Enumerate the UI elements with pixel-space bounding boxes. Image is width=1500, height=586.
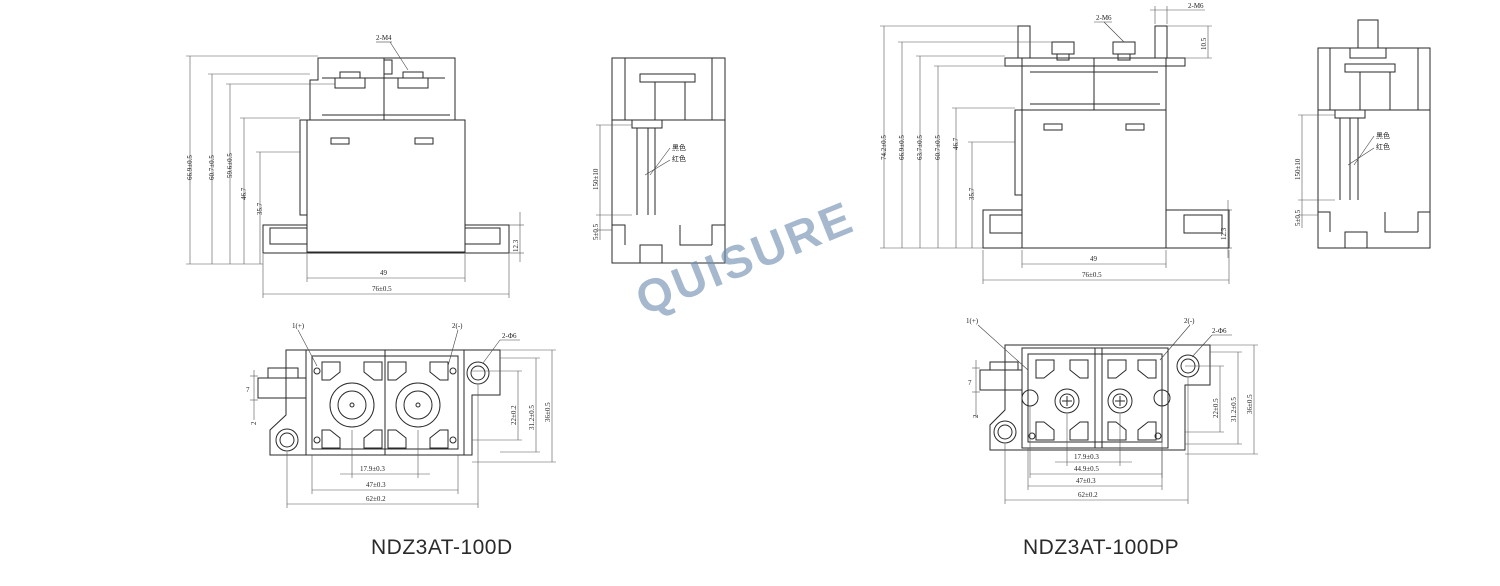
m2-top-offset: 10.5: [1200, 37, 1208, 50]
m1-width-a: 17.9±0.3: [360, 465, 385, 473]
m1-height-b: 31.2±0.5: [528, 405, 536, 430]
m1-wire-black: 黑色: [672, 143, 686, 152]
m2-hole-label: 2-Φ6: [1212, 327, 1227, 335]
model1-front-view: 2-M4 66.9±0.5 60.7±0.5 59.6±0.5 46.7 35.…: [186, 34, 524, 298]
model2-top-view: 1(+) 2(-) 2-Φ6 7 2 22±0.5 31.2±0.5 36±0.…: [966, 317, 1258, 504]
m2-terminal-label: 2-M6: [1096, 14, 1112, 22]
m1-width-c: 62±0.2: [366, 495, 386, 503]
m1-terminal-label: 2-M4: [376, 34, 392, 42]
m2-height-1: 74.2±0.5: [880, 135, 888, 160]
model1-side-view: 黑色 红色 150±10 5±0.5: [592, 57, 726, 264]
m2-width-c: 47±0.3: [1076, 477, 1096, 485]
m2-lead-tip: 5±0.5: [1294, 209, 1302, 226]
m1-hole-label: 2-Φ6: [502, 332, 517, 340]
m2-inner-width: 49: [1090, 255, 1098, 263]
m2-width-a: 17.9±0.3: [1074, 453, 1099, 461]
m2-height-5: 46.7: [952, 137, 960, 150]
model1-top-view: 1(+) 2(-) 2-Φ6 7 2 22±0.2 31.2±0.5 36±0.…: [246, 322, 556, 508]
m2-offset-b: 2: [972, 414, 980, 418]
m2-offset-a: 7: [968, 379, 972, 387]
m1-height-4: 46.7: [240, 187, 248, 200]
model-label-ndz3at-100dp: NDZ3AT-100DP: [1023, 536, 1180, 559]
m2-overall-width: 76±0.5: [1082, 271, 1102, 279]
m1-height-c: 36±0.5: [544, 402, 552, 422]
m2-lead-length: 150±10: [1294, 158, 1302, 180]
m1-base-height: 12.3: [512, 239, 520, 252]
m1-height-3: 59.6±0.5: [226, 153, 234, 178]
m2-top-width: 2-M6: [1188, 2, 1204, 10]
m2-height-c: 36±0.5: [1246, 394, 1254, 414]
m1-height-2: 60.7±0.5: [208, 155, 216, 180]
m1-pos-terminal: 1(+): [292, 322, 305, 330]
m2-neg-terminal: 2(-): [1184, 317, 1195, 325]
m2-wire-black: 黑色: [1376, 131, 1390, 140]
m2-height-6: 35.7: [968, 187, 976, 200]
m1-overall-width: 76±0.5: [372, 285, 392, 293]
m1-width-b: 47±0.3: [366, 481, 386, 489]
m1-height-1: 66.9±0.5: [186, 155, 194, 180]
m2-pos-terminal: 1(+): [966, 317, 979, 325]
m2-height-2: 66.9±0.5: [898, 135, 906, 160]
m1-neg-terminal: 2(-): [452, 322, 463, 330]
m1-inner-width: 49: [380, 269, 388, 277]
m2-base-height: 12.3: [1220, 227, 1228, 240]
m2-width-b: 44.9±0.5: [1074, 465, 1099, 473]
m1-height-a: 22±0.2: [510, 405, 518, 425]
model2-side-view: 黑色 红色 150±10 5±0.5: [1294, 19, 1431, 249]
m2-wire-red: 红色: [1376, 142, 1390, 151]
model2-front-view: 2-M6 2-M6 10.5 74.2±0.5 66.9±0.5 63.7±0.…: [880, 2, 1232, 284]
m2-height-a: 22±0.5: [1212, 398, 1220, 418]
m1-offset-a: 7: [246, 386, 250, 394]
m1-wire-red: 红色: [672, 154, 686, 163]
m2-height-3: 63.7±0.5: [916, 135, 924, 160]
m2-width-d: 62±0.2: [1078, 491, 1098, 499]
m1-lead-tip: 5±0.5: [592, 223, 600, 240]
m1-lead-length: 150±10: [592, 168, 600, 190]
m2-height-b: 31.2±0.5: [1230, 397, 1238, 422]
m1-height-5: 35.7: [256, 202, 264, 215]
model-label-ndz3at-100d: NDZ3AT-100D: [371, 536, 513, 559]
m1-offset-b: 2: [250, 421, 258, 425]
m2-height-4: 60.7±0.5: [934, 135, 942, 160]
